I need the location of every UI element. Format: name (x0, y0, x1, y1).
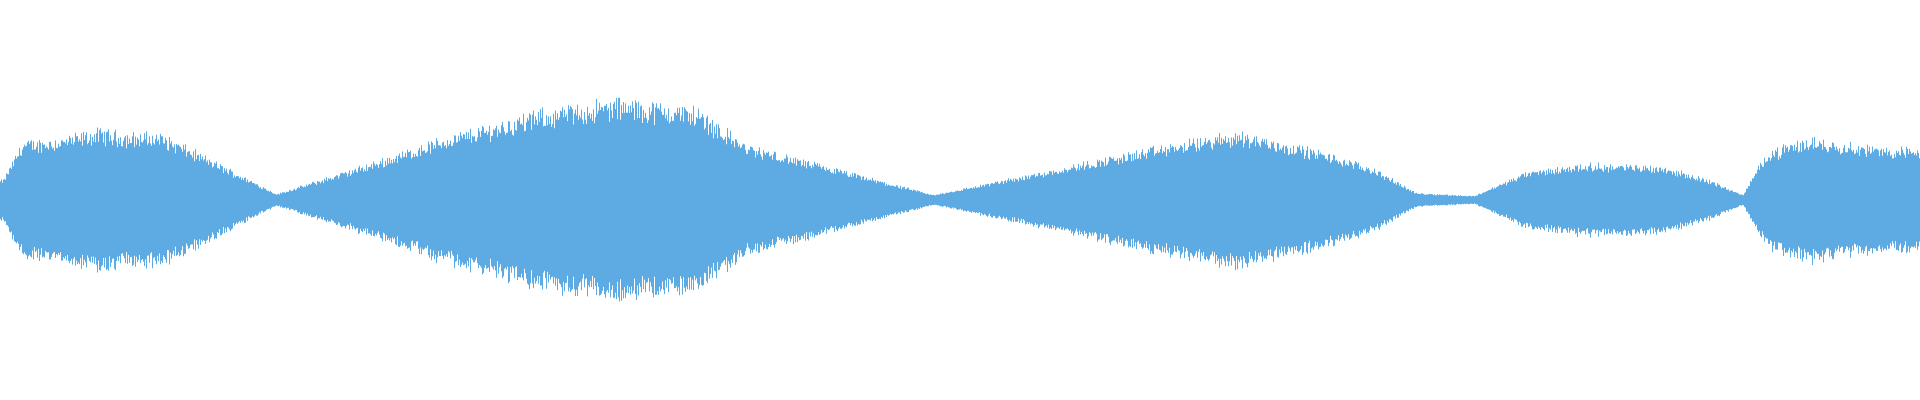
waveform-amplitude-lines (0, 97, 1920, 302)
